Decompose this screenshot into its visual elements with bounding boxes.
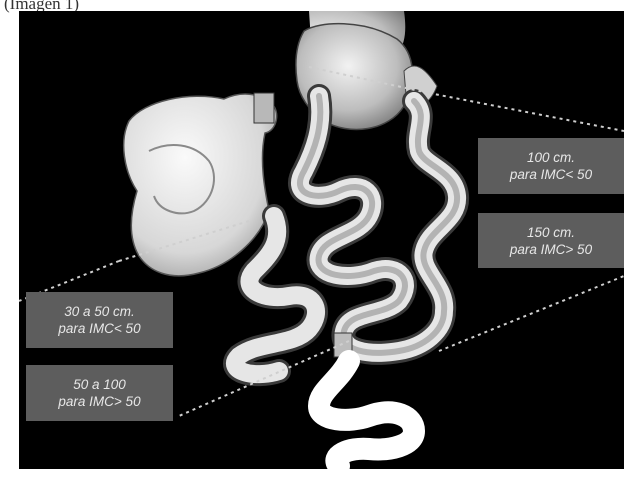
label-distal-upper: 100 cm. para IMC< 50	[478, 138, 624, 194]
label-biliary-lower-line1: 50 a 100	[26, 376, 173, 393]
label-biliary-upper-line1: 30 a 50 cm.	[26, 303, 173, 320]
anastomosis-marker	[254, 93, 274, 123]
anatomy-illustration: 100 cm. para IMC< 50 150 cm. para IMC> 5…	[19, 11, 624, 469]
label-distal-upper-line1: 100 cm.	[478, 149, 624, 166]
label-distal-lower-line2: para IMC> 50	[478, 241, 624, 258]
label-biliary-lower: 50 a 100 para IMC> 50	[26, 365, 173, 421]
label-distal-upper-line2: para IMC< 50	[478, 166, 624, 183]
label-biliary-upper: 30 a 50 cm. para IMC< 50	[26, 292, 173, 348]
common-channel	[319, 361, 414, 466]
label-biliary-lower-line2: para IMC> 50	[26, 393, 173, 410]
label-distal-lower: 150 cm. para IMC> 50	[478, 213, 624, 268]
label-biliary-upper-line2: para IMC< 50	[26, 320, 173, 337]
label-distal-lower-line1: 150 cm.	[478, 224, 624, 241]
